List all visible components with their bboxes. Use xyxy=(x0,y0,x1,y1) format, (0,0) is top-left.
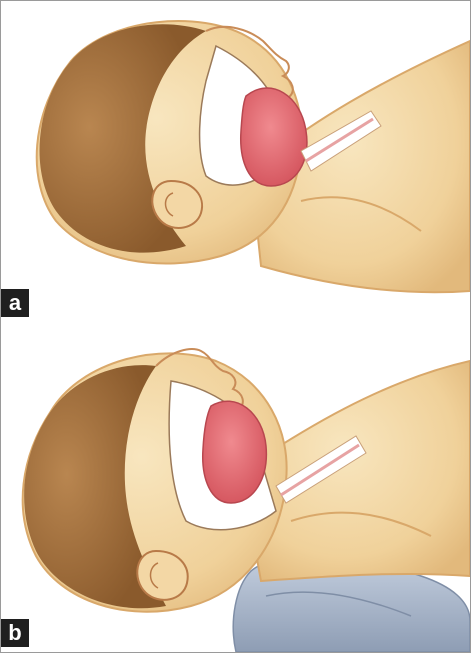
ear-shape xyxy=(137,551,187,600)
panel-a-illustration xyxy=(1,1,470,321)
panel-a: a xyxy=(1,1,470,321)
panel-label-b: b xyxy=(1,619,29,647)
panel-label-a: a xyxy=(1,289,29,317)
ear-shape xyxy=(152,181,202,228)
panel-b-illustration xyxy=(1,321,470,652)
panel-b: b xyxy=(1,321,470,652)
